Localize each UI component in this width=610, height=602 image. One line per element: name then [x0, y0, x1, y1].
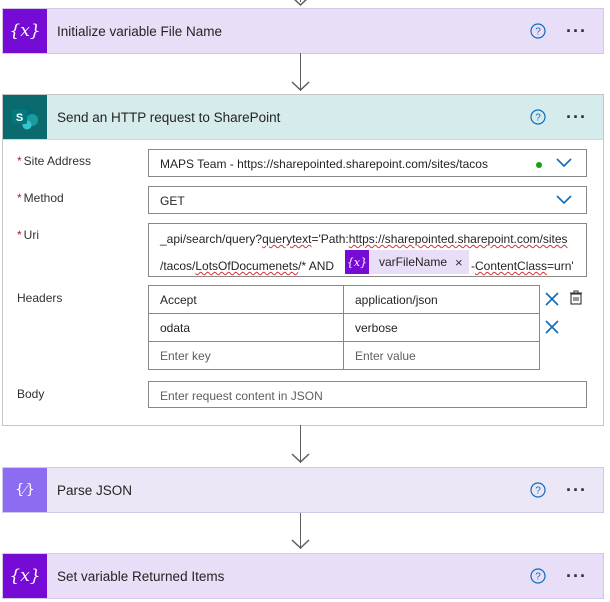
- action-card-initialize-variable[interactable]: {x} Initialize variable File Name ? ···: [2, 8, 604, 54]
- help-icon[interactable]: ?: [530, 568, 546, 584]
- uri-line-2: /tacos/LotsOfDocumenets/* AND: [160, 259, 335, 273]
- uri-line-2-tail: -ContentClass=urn': [471, 259, 574, 273]
- remove-token-icon[interactable]: ×: [455, 254, 463, 270]
- method-label: *Method: [17, 191, 64, 205]
- action-card-sharepoint-http: S Send an HTTP request to SharePoint ? ·…: [2, 94, 604, 426]
- uri-input[interactable]: _api/search/query?querytext='Path:https:…: [148, 223, 587, 277]
- more-options-icon[interactable]: ···: [566, 107, 587, 127]
- action-title: Send an HTTP request to SharePoint: [57, 109, 281, 125]
- action-title: Initialize variable File Name: [57, 23, 223, 39]
- header-key-input[interactable]: Enter key: [148, 341, 344, 370]
- sharepoint-icon: S: [3, 95, 47, 139]
- header-key-input[interactable]: Accept: [148, 285, 344, 314]
- svg-text:?: ?: [535, 486, 541, 497]
- more-options-icon[interactable]: ···: [566, 21, 587, 41]
- delete-row-icon[interactable]: [545, 292, 559, 306]
- body-placeholder: Enter request content in JSON: [160, 389, 323, 403]
- help-icon[interactable]: ?: [530, 482, 546, 498]
- variable-icon: {x}: [345, 250, 369, 274]
- help-icon[interactable]: ?: [530, 109, 546, 125]
- header-value-input[interactable]: verbose: [343, 313, 540, 342]
- svg-text:S: S: [16, 112, 23, 124]
- connector-line: [300, 513, 301, 549]
- more-options-icon[interactable]: ···: [566, 480, 587, 500]
- more-options-icon[interactable]: ···: [566, 566, 587, 586]
- connector-line: [300, 53, 301, 91]
- connector-arrow-icon: [291, 453, 310, 464]
- svg-text:?: ?: [535, 113, 541, 124]
- connector-arrow-icon: [294, 0, 307, 7]
- connector-line: [300, 0, 301, 2]
- site-address-value: MAPS Team - https://sharepointed.sharepo…: [160, 157, 488, 171]
- token-label: varFileName: [379, 255, 448, 269]
- svg-text:?: ?: [535, 27, 541, 38]
- body-label: Body: [17, 387, 45, 401]
- action-title: Parse JSON: [57, 482, 133, 498]
- connector-line: [300, 425, 301, 463]
- uri-label: *Uri: [17, 228, 39, 242]
- svg-text:?: ?: [535, 572, 541, 583]
- site-address-label: *Site Address: [17, 154, 92, 168]
- action-header[interactable]: S Send an HTTP request to SharePoint ? ·…: [3, 95, 603, 140]
- action-card-set-variable[interactable]: {x} Set variable Returned Items ? ···: [2, 553, 604, 599]
- delete-row-icon[interactable]: [545, 320, 559, 334]
- variable-icon: {x}: [3, 554, 47, 598]
- method-value: GET: [160, 194, 185, 208]
- connector-arrow-icon: [291, 539, 310, 550]
- variable-icon: {x}: [3, 9, 47, 53]
- parse-json-icon: {⁄}: [3, 468, 47, 512]
- action-title: Set variable Returned Items: [57, 568, 225, 584]
- connector-arrow-icon: [291, 81, 310, 92]
- headers-label: Headers: [17, 291, 63, 305]
- site-address-dropdown[interactable]: MAPS Team - https://sharepointed.sharepo…: [148, 149, 587, 177]
- body-input[interactable]: Enter request content in JSON: [148, 381, 587, 408]
- method-dropdown[interactable]: GET: [148, 186, 587, 214]
- action-card-parse-json[interactable]: {⁄} Parse JSON ? ···: [2, 467, 604, 513]
- uri-line-1: _api/search/query?querytext='Path:https:…: [160, 232, 568, 246]
- chevron-down-icon: [556, 195, 572, 205]
- switch-to-text-mode-icon[interactable]: [569, 290, 583, 305]
- help-icon[interactable]: ?: [530, 23, 546, 39]
- header-value-input[interactable]: Enter value: [343, 341, 540, 370]
- chevron-down-icon: [556, 158, 572, 168]
- status-dot: [536, 162, 542, 168]
- header-value-input[interactable]: application/json: [343, 285, 540, 314]
- dynamic-content-token[interactable]: {x} varFileName ×: [345, 250, 469, 274]
- header-key-input[interactable]: odata: [148, 313, 344, 342]
